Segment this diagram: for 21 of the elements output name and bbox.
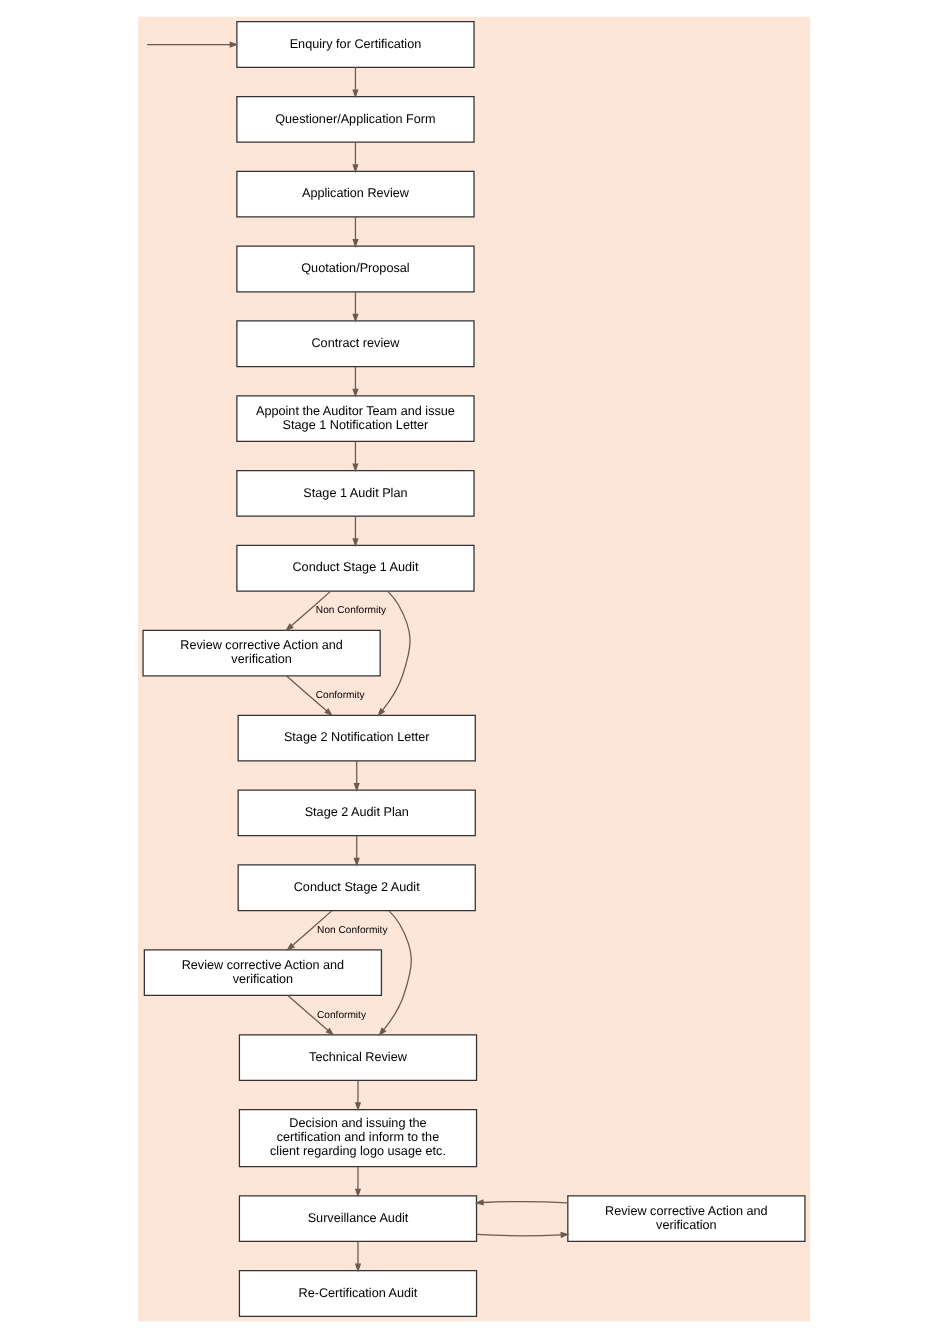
arrow (354, 1166, 362, 1198)
arrow (352, 141, 359, 174)
arrow (377, 590, 411, 717)
arrow (285, 675, 334, 717)
arrow (352, 366, 359, 398)
arrow (352, 291, 359, 323)
arrow (354, 1240, 362, 1273)
arrow (286, 910, 333, 951)
arrow (285, 590, 332, 632)
arrow (352, 216, 359, 248)
arrow (352, 66, 359, 99)
arrow (476, 1231, 570, 1238)
arrow (474, 1199, 569, 1206)
arrow (353, 835, 360, 867)
arrow (287, 994, 335, 1036)
arrow (354, 1079, 362, 1112)
arrow (352, 440, 359, 473)
arrow (353, 760, 360, 792)
arrow (146, 41, 239, 48)
arrow (378, 910, 412, 1037)
arrow (352, 515, 359, 548)
